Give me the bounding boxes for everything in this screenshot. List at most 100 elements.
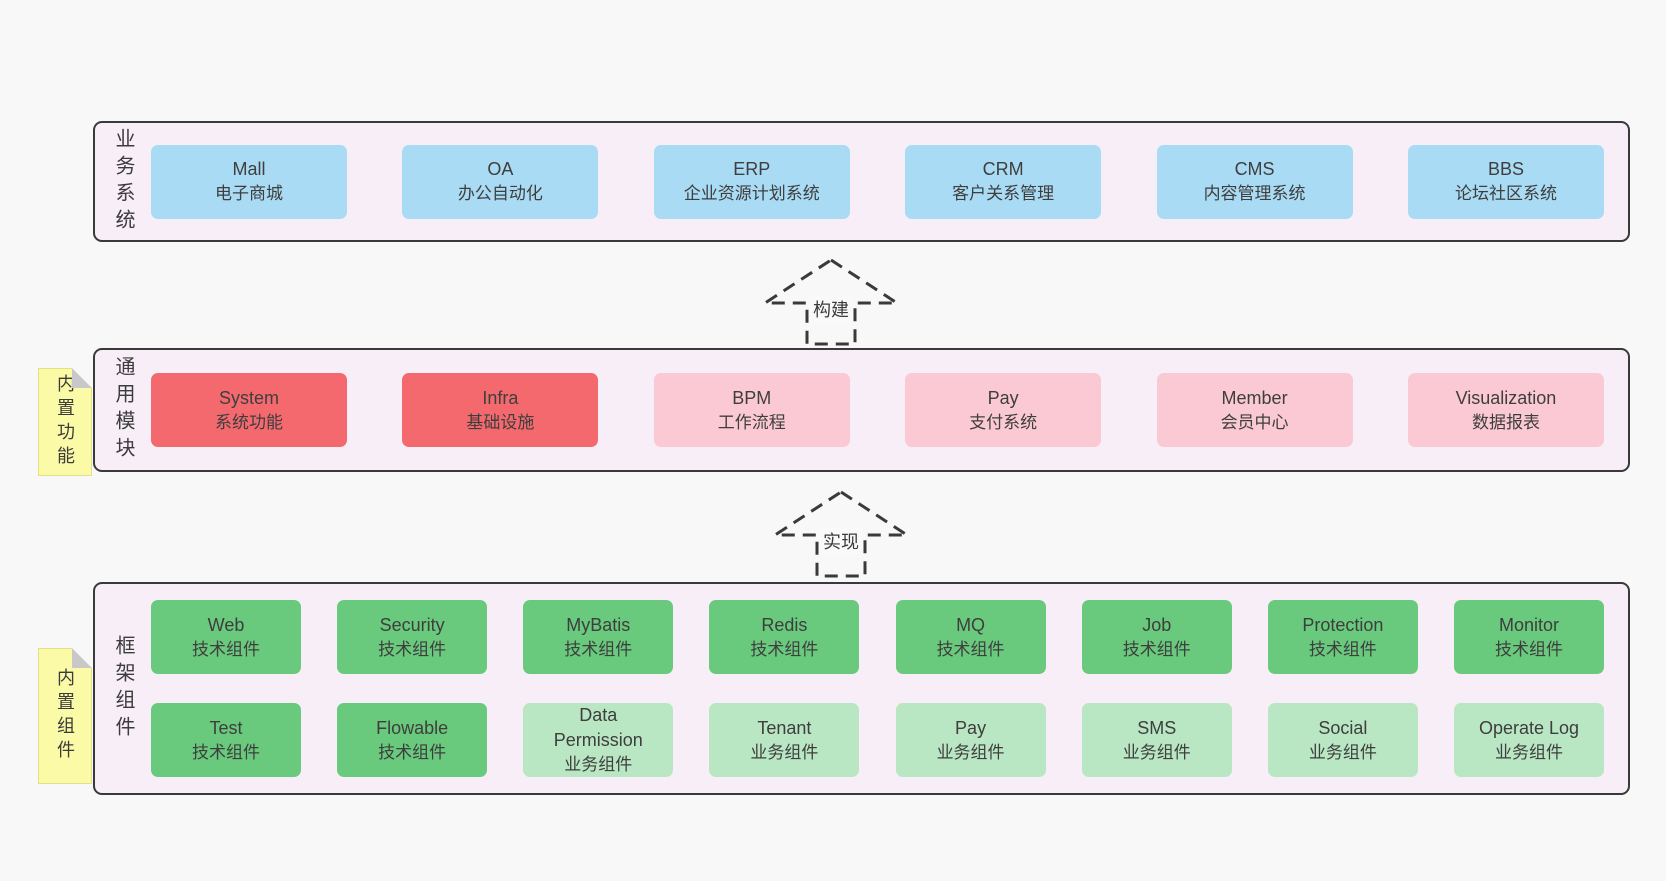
- module-name: MyBatis: [566, 614, 631, 635]
- module-box-member: Member 会员中心: [1156, 373, 1353, 447]
- module-desc: 支付系统: [969, 412, 1038, 432]
- module-desc: 业务组件: [1122, 742, 1191, 762]
- module-name: Test: [209, 717, 243, 738]
- module-name: Security: [379, 614, 445, 635]
- band-label-column: 通用模块: [95, 350, 151, 470]
- module-box-visualization: Visualization 数据报表: [1407, 373, 1604, 447]
- module-name: CRM: [982, 159, 1024, 179]
- module-name: Infra: [482, 387, 519, 408]
- module-desc: 数据报表: [1471, 412, 1540, 432]
- module-name: Mall: [232, 159, 266, 179]
- module-box-tenant: Tenant 业务组件: [709, 703, 860, 777]
- sticky-components-label: 内置组件: [55, 668, 75, 764]
- module-name: Job: [1142, 614, 1172, 635]
- module-desc: 技术组件: [378, 639, 447, 659]
- module-name: ERP: [733, 159, 771, 179]
- module-box-web: Web 技术组件: [151, 600, 301, 674]
- module-desc: 业务组件: [750, 742, 819, 762]
- module-desc: 会员中心: [1220, 412, 1289, 432]
- module-box-mq: MQ 技术组件: [895, 600, 1046, 674]
- band-modules-label: 通用模块: [112, 356, 134, 464]
- module-box-redis: Redis 技术组件: [709, 600, 860, 674]
- module-desc: 技术组件: [192, 742, 260, 762]
- corner-notch: [72, 368, 92, 388]
- module-name: Redis: [761, 614, 808, 635]
- module-box-job: Job 技术组件: [1081, 600, 1232, 674]
- module-desc: 办公自动化: [457, 184, 543, 204]
- module-box-oa: OA 办公自动化: [402, 144, 599, 219]
- module-desc: 业务组件: [564, 755, 633, 775]
- module-box-sms: SMS 业务组件: [1081, 703, 1232, 777]
- module-name: Web: [207, 614, 245, 635]
- module-box-pay: Pay 支付系统: [905, 373, 1102, 447]
- module-box-mall: Mall 电子商城: [151, 144, 347, 219]
- up-block-arrow-icon: [759, 258, 903, 346]
- module-name: Tenant: [757, 717, 812, 738]
- module-box-monitor: Monitor 技术组件: [1453, 600, 1604, 674]
- module-desc: 技术组件: [750, 639, 819, 659]
- module-desc: 技术组件: [1122, 639, 1191, 659]
- module-name: Pay: [955, 717, 987, 738]
- module-desc: 内容管理系统: [1203, 184, 1306, 204]
- module-name: Flowable: [376, 717, 449, 738]
- module-desc: 基础设施: [466, 412, 535, 432]
- module-desc: 技术组件: [192, 639, 260, 659]
- module-box-social: Social 业务组件: [1267, 703, 1418, 777]
- band-label-column: 业务系统: [95, 123, 151, 240]
- module-desc: 技术组件: [936, 639, 1005, 659]
- business-boxes: Mall 电子商城 OA 办公自动化 ERP 企业资源计划系统 CRM 客户关系管理 CMS 内容…: [151, 123, 1628, 240]
- module-name: OA: [487, 159, 514, 179]
- implement-arrow-label: 实现: [819, 527, 863, 555]
- module-box-operate-log: Operate Log 业务组件: [1453, 703, 1604, 777]
- module-desc: 客户关系管理: [952, 184, 1055, 204]
- module-box-security: Security 技术组件: [337, 600, 488, 674]
- module-name: Social: [1318, 717, 1368, 738]
- module-desc: 技术组件: [1494, 639, 1563, 659]
- module-name: BPM: [732, 387, 772, 408]
- module-name: SMS: [1137, 717, 1177, 738]
- module-name: Data Permission: [553, 704, 643, 751]
- module-name: CMS: [1234, 159, 1275, 179]
- build-arrow: 构建: [756, 255, 906, 349]
- module-desc: 电子商城: [215, 184, 283, 204]
- band-label-column: 框架组件: [95, 584, 151, 793]
- module-box-cms: CMS 内容管理系统: [1156, 144, 1353, 219]
- band-business-label: 业务系统: [112, 127, 134, 236]
- module-box-mybatis: MyBatis 技术组件: [523, 600, 674, 674]
- module-name: Pay: [987, 387, 1019, 408]
- module-desc: 技术组件: [564, 639, 633, 659]
- module-desc: 工作流程: [717, 412, 786, 432]
- module-box-infra: Infra 基础设施: [402, 373, 599, 447]
- module-desc: 业务组件: [1494, 742, 1563, 762]
- module-desc: 技术组件: [378, 742, 447, 762]
- module-box-bpm: BPM 工作流程: [653, 373, 850, 447]
- module-name: Monitor: [1498, 614, 1559, 635]
- band-framework-label: 框架组件: [112, 634, 134, 743]
- module-name: BBS: [1487, 159, 1524, 179]
- build-arrow-label: 构建: [809, 295, 853, 323]
- module-box-pay: Pay 业务组件: [895, 703, 1046, 777]
- sticky-features-label: 内置功能: [55, 374, 75, 470]
- module-desc: 业务组件: [1308, 742, 1377, 762]
- module-name: Visualization: [1455, 387, 1557, 408]
- sticky-note-builtin-features: 内置功能: [38, 368, 92, 476]
- module-name: MQ: [956, 614, 986, 635]
- module-box-crm: CRM 客户关系管理: [905, 144, 1102, 219]
- module-box-test: Test 技术组件: [151, 703, 301, 777]
- module-desc: 技术组件: [1308, 639, 1377, 659]
- module-name: Member: [1221, 387, 1288, 408]
- module-desc: 企业资源计划系统: [683, 184, 820, 204]
- module-name: Operate Log: [1478, 717, 1580, 738]
- module-desc: 业务组件: [936, 742, 1005, 762]
- band-business-systems: 业务系统 Mall 电子商城 OA 办公自动化 ERP 企业资源计划系统 CRM 客户关系管理…: [93, 121, 1630, 242]
